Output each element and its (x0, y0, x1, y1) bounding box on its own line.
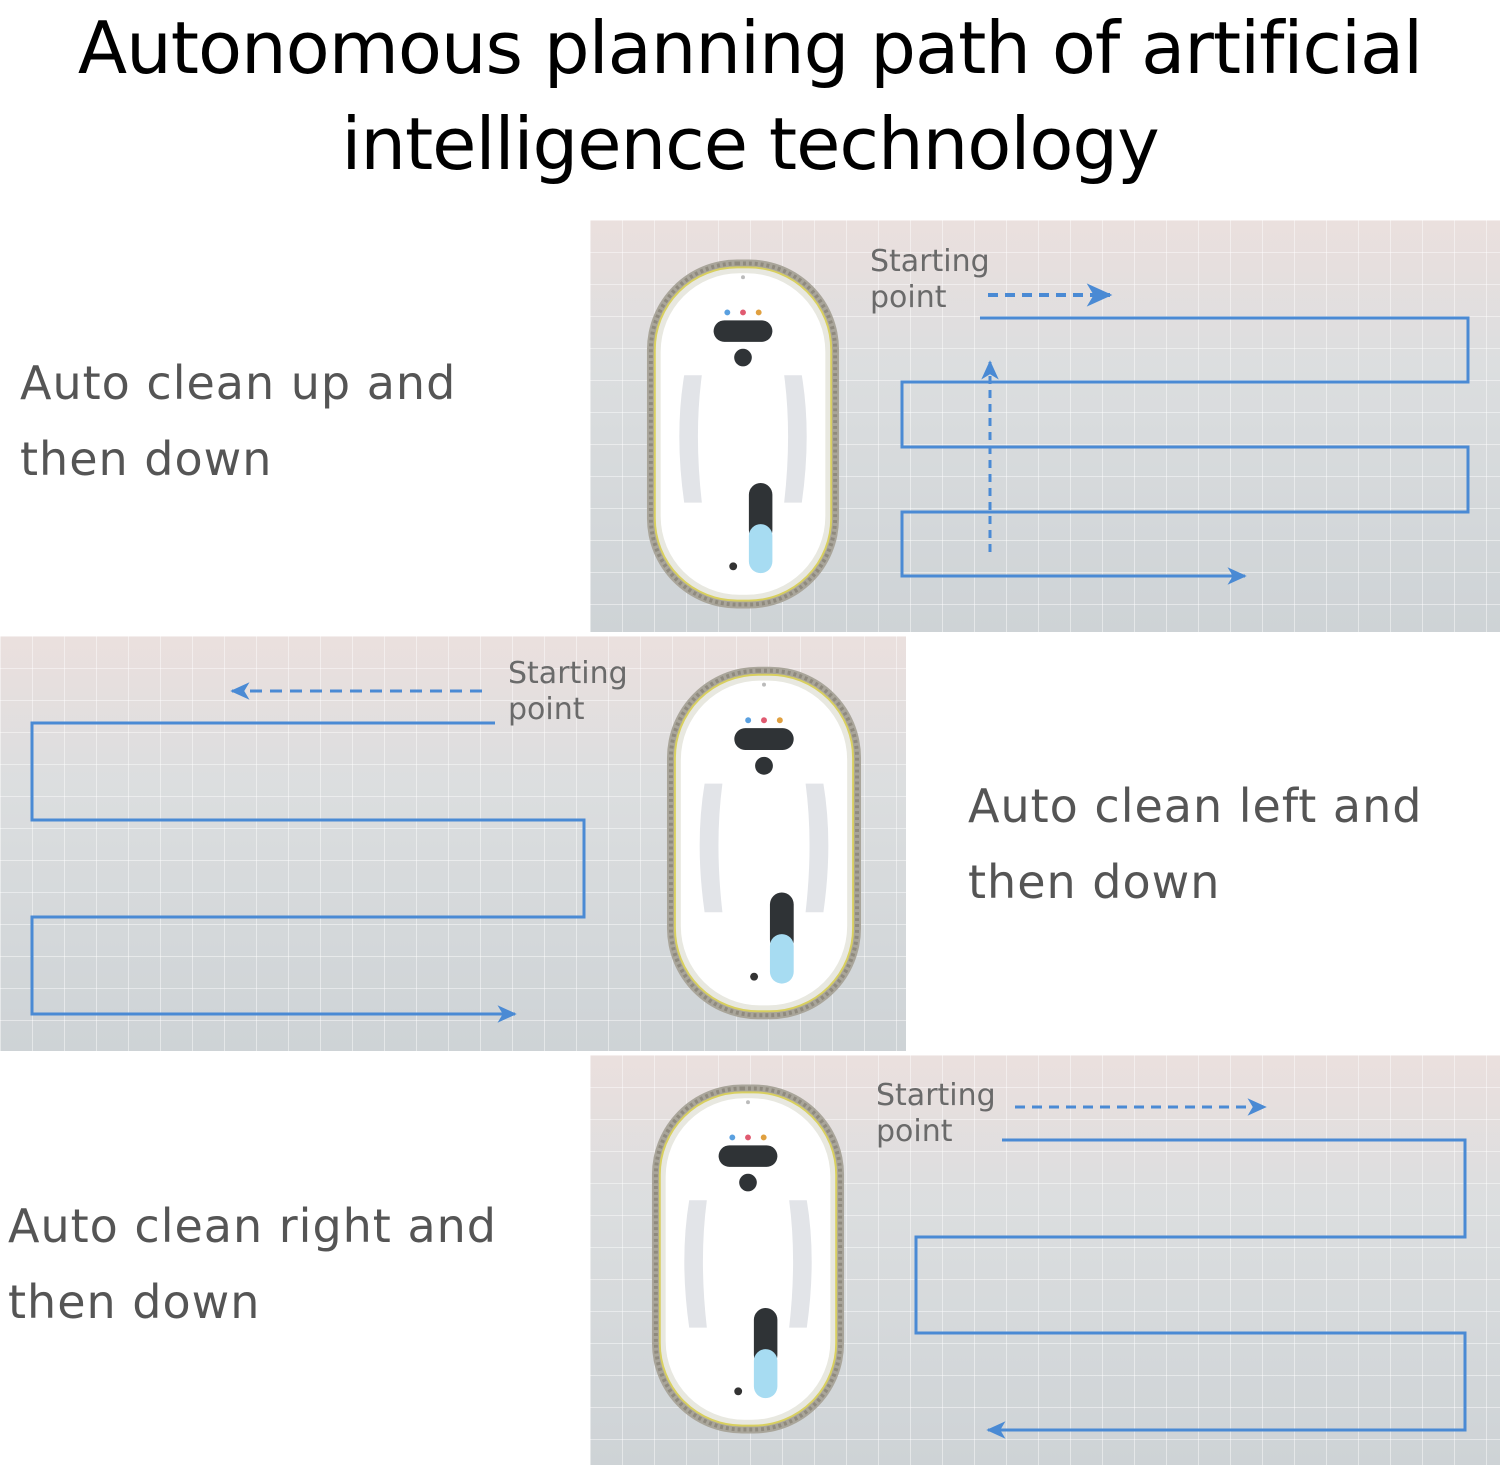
panel-2-caption: Auto clean left and then down (968, 779, 1423, 909)
panel-3-caption: Auto clean right and then down (8, 1199, 498, 1329)
panel-1-caption: Auto clean up and then down (20, 356, 457, 486)
panel-2-snake-path (30, 721, 586, 1023)
title-line-1: Autonomous planning path of artificial (77, 6, 1423, 90)
panel-3-snake-path (914, 1138, 1467, 1439)
panel-1-starting-point-label: Starting point (870, 244, 990, 315)
panel-2-starting-point-label: Starting point (508, 656, 628, 727)
page-title: Autonomous planning path of artificial i… (0, 0, 1500, 192)
panel-3-starting-point-label: Starting point (876, 1078, 996, 1149)
panel-1-snake-path (900, 316, 1470, 585)
title-line-2: intelligence technology (341, 102, 1159, 186)
